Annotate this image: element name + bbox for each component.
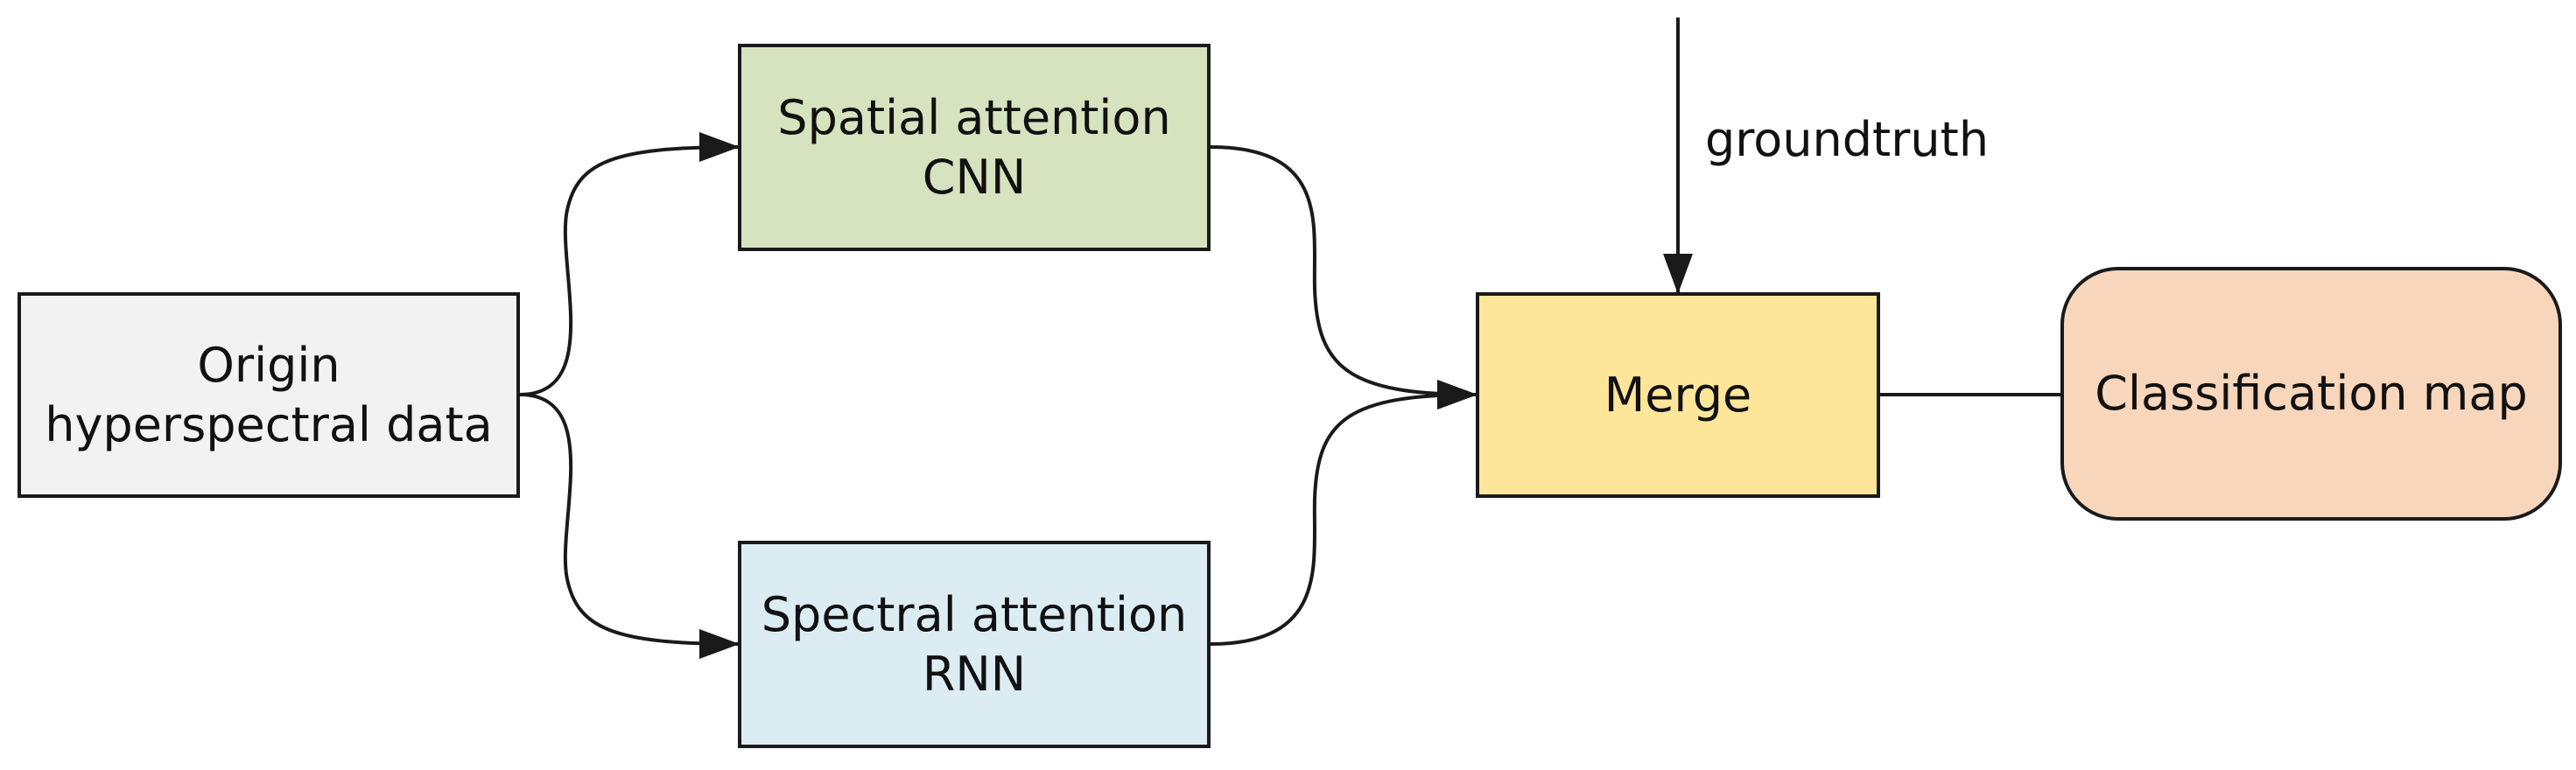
node-origin-line-1: Origin [197, 338, 340, 393]
node-spectral-line-2: RNN [922, 646, 1027, 702]
groundtruth-label: groundtruth [1705, 112, 1990, 167]
node-merge: Merge [1476, 292, 1880, 498]
node-spectral-line-1: Spectral attention [761, 587, 1188, 642]
edge-origin-to-spatial [519, 132, 740, 396]
node-spatial-line-1: Spatial attention [777, 90, 1171, 145]
node-merge-label: Merge [1604, 367, 1752, 423]
node-origin-hyperspectral-data: Origin hyperspectral data [18, 292, 520, 498]
node-origin-line-2: hyperspectral data [45, 396, 493, 452]
edge-origin-to-spectral [519, 393, 740, 659]
node-classification-map: Classification map [2060, 267, 2562, 521]
node-spatial-line-2: CNN [922, 149, 1027, 205]
node-classification-label: Classification map [2095, 366, 2528, 422]
edge-spatial-to-merge [1210, 145, 1478, 410]
edge-spectral-to-merge [1210, 380, 1478, 646]
node-spectral-attention-rnn: Spectral attention RNN [738, 541, 1211, 748]
node-spatial-attention-cnn: Spatial attention CNN [738, 44, 1211, 251]
